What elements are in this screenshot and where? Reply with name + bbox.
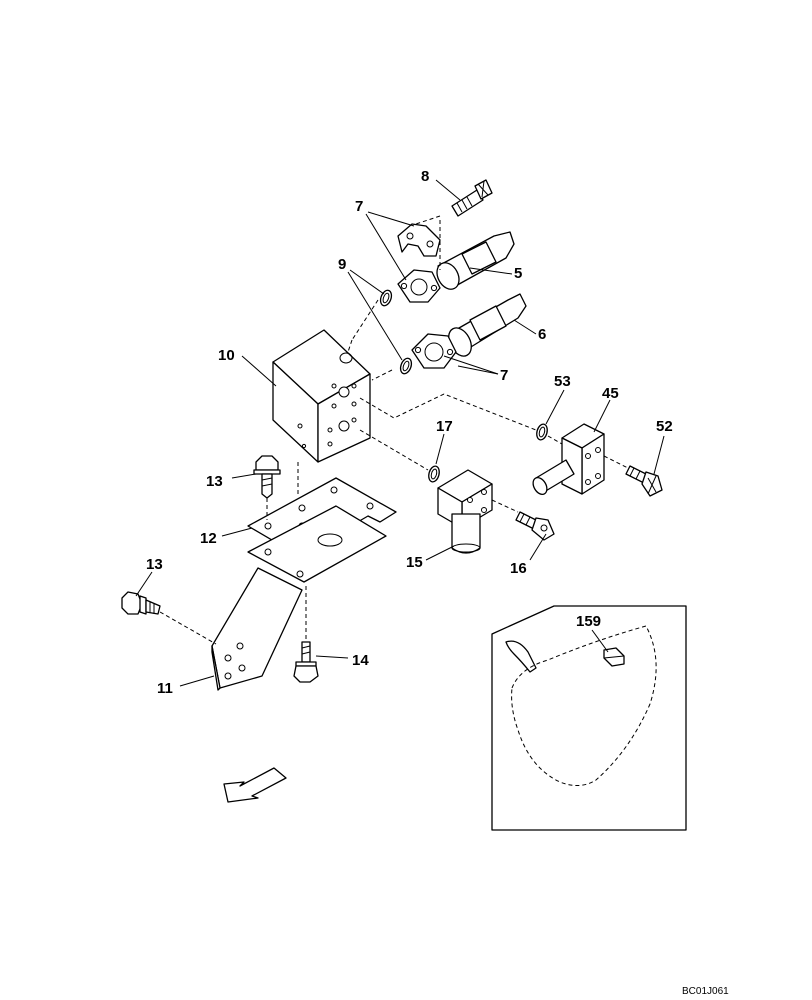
callout-16: 16 — [510, 560, 527, 577]
o-ring-9-lower — [399, 357, 413, 375]
callout-15: 15 — [406, 554, 423, 571]
callout-53: 53 — [554, 373, 571, 390]
valve-block-10 — [272, 329, 371, 463]
hose-6 — [411, 293, 527, 369]
hose-5 — [397, 231, 515, 303]
callout-8: 8 — [421, 168, 429, 185]
callout-7-lower: 7 — [500, 367, 508, 384]
o-ring-53 — [536, 423, 548, 441]
split-flange-upper — [397, 223, 441, 257]
bracket-11 — [211, 505, 387, 691]
callout-52: 52 — [656, 418, 673, 435]
bolt-14 — [293, 641, 319, 683]
bolt-52 — [625, 465, 663, 497]
callout-13-upper: 13 — [206, 473, 223, 490]
callout-11: 11 — [157, 680, 173, 697]
direction-arrow — [223, 767, 287, 803]
callout-12: 12 — [200, 530, 217, 547]
callout-159: 159 — [576, 613, 601, 630]
inset-detail — [491, 605, 687, 831]
bolt-16 — [515, 511, 555, 541]
callout-7-upper: 7 — [355, 198, 363, 215]
bolt-13-lower — [121, 591, 161, 615]
callout-14: 14 — [352, 652, 369, 669]
callout-17: 17 — [436, 418, 453, 435]
leader-lines — [135, 179, 665, 687]
fitting-block-15 — [437, 469, 493, 554]
callout-10: 10 — [218, 347, 235, 364]
callout-45: 45 — [602, 385, 619, 402]
bolt-8 — [451, 179, 493, 217]
assembly-lines — [159, 215, 629, 645]
callout-5: 5 — [514, 265, 522, 282]
o-ring-17 — [428, 465, 440, 483]
callout-labels: 8 7 9 5 6 7 10 53 45 52 17 13 12 15 16 1… — [146, 168, 673, 697]
bolt-13-upper — [253, 455, 281, 499]
callout-6: 6 — [538, 326, 546, 343]
callout-9: 9 — [338, 256, 346, 273]
callout-13-lower: 13 — [146, 556, 163, 573]
o-ring-9-upper — [379, 289, 393, 307]
fitting-block-45 — [532, 423, 605, 496]
document-id: BC01J061 — [682, 986, 729, 997]
